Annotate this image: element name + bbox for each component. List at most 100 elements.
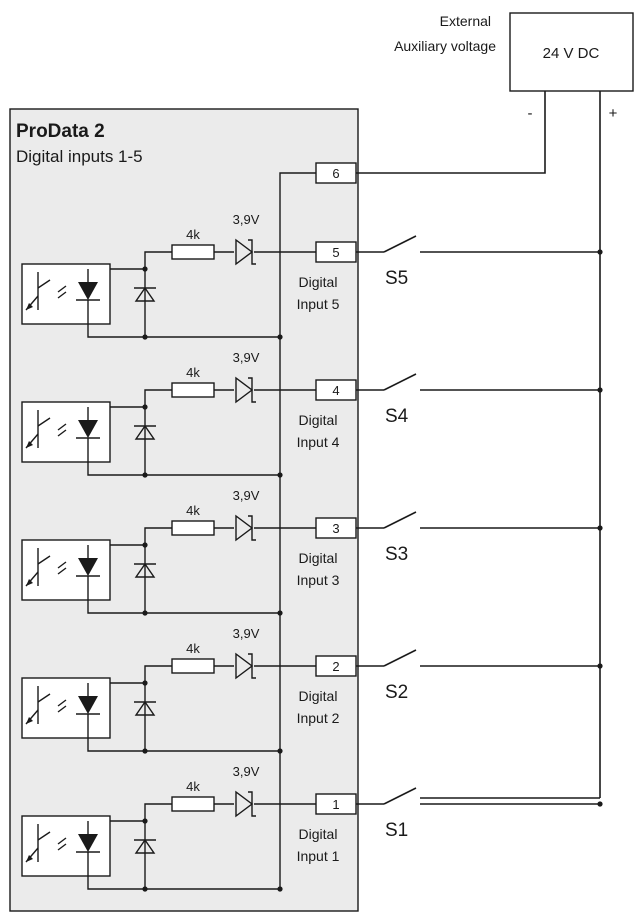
zener-label: 3,9V [233, 764, 260, 779]
zener-diode-symbol [235, 790, 254, 818]
switch-contact [383, 787, 417, 805]
zener-label: 3,9V [233, 626, 260, 641]
input-label: Digital [299, 412, 338, 428]
supply-plus-label: + [609, 105, 618, 122]
light-ray-icon [57, 699, 67, 707]
zener-diode-symbol [235, 514, 254, 542]
terminal-6-number: 6 [332, 166, 339, 181]
supply-minus-label: - [528, 105, 533, 122]
supply-junction-dot [597, 387, 603, 393]
light-ray-icon [57, 843, 67, 851]
led-icon [78, 696, 98, 714]
optocoupler-box [21, 815, 111, 877]
phototransistor-arrow-icon [26, 441, 33, 448]
switch-label: S3 [385, 544, 408, 565]
light-ray-icon [57, 705, 67, 713]
supply-junction-dot [597, 663, 603, 669]
supply-negative-wire [356, 91, 546, 174]
power-supply-box [509, 12, 634, 92]
phototransistor-collector [37, 693, 51, 703]
resistor-4k [171, 796, 215, 812]
resistor-label: 4k [186, 779, 200, 794]
led-icon [78, 834, 98, 852]
light-ray-icon [57, 285, 67, 293]
terminal-number: 2 [332, 659, 339, 674]
switch-contact [383, 373, 417, 391]
zener-diode-bar [248, 239, 256, 265]
resistor-label: 4k [186, 503, 200, 518]
terminal-number: 3 [332, 521, 339, 536]
resistor-4k [171, 244, 215, 260]
device-panel [9, 108, 359, 912]
resistor-label: 4k [186, 365, 200, 380]
return-wire [87, 743, 280, 752]
return-wire [87, 467, 280, 476]
resistor-label: 4k [186, 641, 200, 656]
terminal-number: 1 [332, 797, 339, 812]
zener-label: 3,9V [233, 212, 260, 227]
supply-label-line1: External [440, 13, 491, 29]
zener-label: 3,9V [233, 488, 260, 503]
resistor-label: 4k [186, 227, 200, 242]
zener-diode-bar [248, 377, 256, 403]
return-wire [87, 881, 280, 890]
zener-diode-bar [248, 653, 256, 679]
phototransistor-collector [37, 279, 51, 289]
zener-label: 3,9V [233, 350, 260, 365]
internal-common-bus [279, 172, 316, 888]
phototransistor-arrow-icon [26, 855, 33, 862]
input-label: Input 1 [297, 848, 340, 864]
terminal-number: 4 [332, 383, 339, 398]
zener-diode-bar [248, 791, 256, 817]
power-supply-text: 24 V DC [543, 45, 600, 62]
light-ray-icon [57, 567, 67, 575]
switch-contact [383, 235, 417, 253]
phototransistor-collector [37, 831, 51, 841]
light-ray-icon [57, 291, 67, 299]
zener-diode-symbol [235, 652, 254, 680]
input-label: Input 3 [297, 572, 340, 588]
switch-label: S4 [385, 406, 409, 427]
switch-label: S2 [385, 682, 408, 703]
optocoupler-box [21, 539, 111, 601]
supply-junction-dot [597, 249, 603, 255]
input-label: Input 4 [297, 434, 340, 450]
phototransistor-collector [37, 417, 51, 427]
switch-contact [383, 511, 417, 529]
light-ray-icon [57, 837, 67, 845]
resistor-4k [171, 658, 215, 674]
switch-contact [383, 649, 417, 667]
optocoupler-box [21, 677, 111, 739]
input-label: Digital [299, 688, 338, 704]
phototransistor-collector [37, 555, 51, 565]
led-icon [78, 282, 98, 300]
input-label: Digital [299, 274, 338, 290]
input-label: Input 2 [297, 710, 340, 726]
supply-junction-dot [597, 525, 603, 531]
protection-diode-symbol [134, 838, 156, 854]
supply-label-line2: Auxiliary voltage [394, 38, 496, 54]
resistor-4k [171, 382, 215, 398]
device-subtitle: Digital inputs 1-5 [16, 147, 143, 166]
light-ray-icon [57, 561, 67, 569]
protection-diode-symbol [134, 700, 156, 716]
input-label: Input 5 [297, 296, 340, 312]
led-icon [78, 420, 98, 438]
input-label: Digital [299, 550, 338, 566]
protection-diode-symbol [134, 562, 156, 578]
optocoupler-box [21, 401, 111, 463]
protection-diode-symbol [134, 286, 156, 302]
protection-diode-symbol [134, 424, 156, 440]
zener-diode-symbol [235, 238, 254, 266]
led-icon [78, 558, 98, 576]
zener-diode-symbol [235, 376, 254, 404]
return-wire [87, 329, 280, 338]
optocoupler-box [21, 263, 111, 325]
supply-junction-dot [597, 801, 603, 807]
